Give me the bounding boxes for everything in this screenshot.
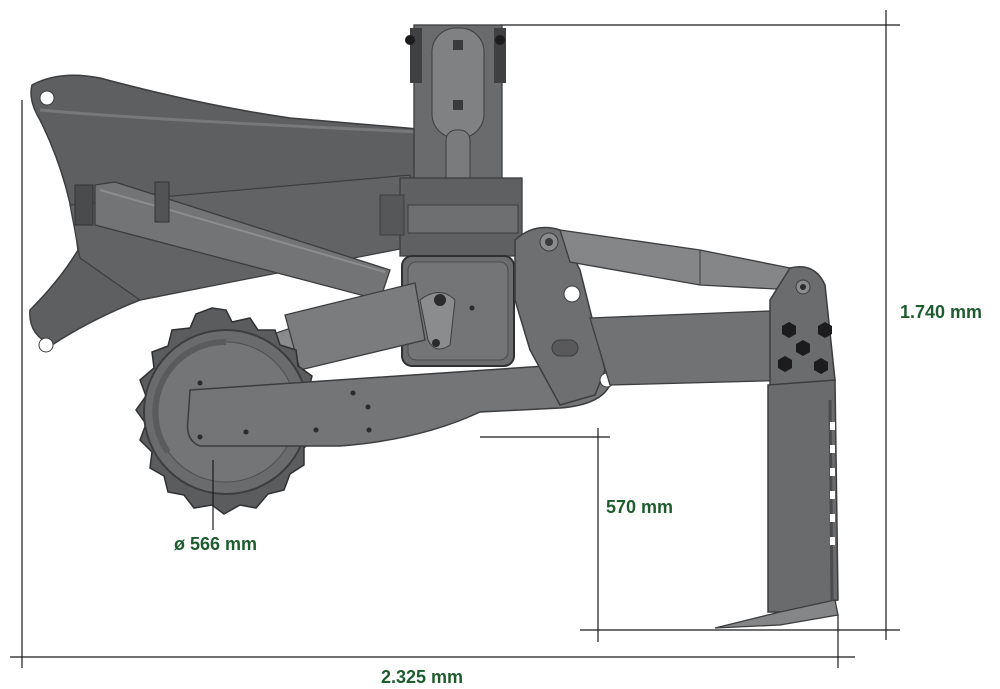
- frame-hole-top: [39, 90, 55, 106]
- shank-bolts: [778, 322, 832, 374]
- subsoiler-shank: [714, 379, 839, 629]
- upper-cylinder: [559, 229, 801, 291]
- upper-link-arm: [94, 181, 391, 301]
- shank-beam: [589, 266, 836, 391]
- depth-dimension-label: 570 mm: [606, 497, 674, 517]
- dimension-lines: [10, 10, 900, 668]
- height-dimension-label: 1.740 mm: [900, 302, 983, 322]
- width-dimension-label: 2.325 mm: [381, 667, 464, 687]
- shank-point: [714, 599, 839, 629]
- roller-diameter-label: ø 566 mm: [174, 534, 258, 554]
- top-post: [379, 24, 523, 257]
- spring-box: [401, 255, 515, 367]
- pivot-bracket: [514, 226, 801, 406]
- frame-hole-bottom: [38, 337, 54, 353]
